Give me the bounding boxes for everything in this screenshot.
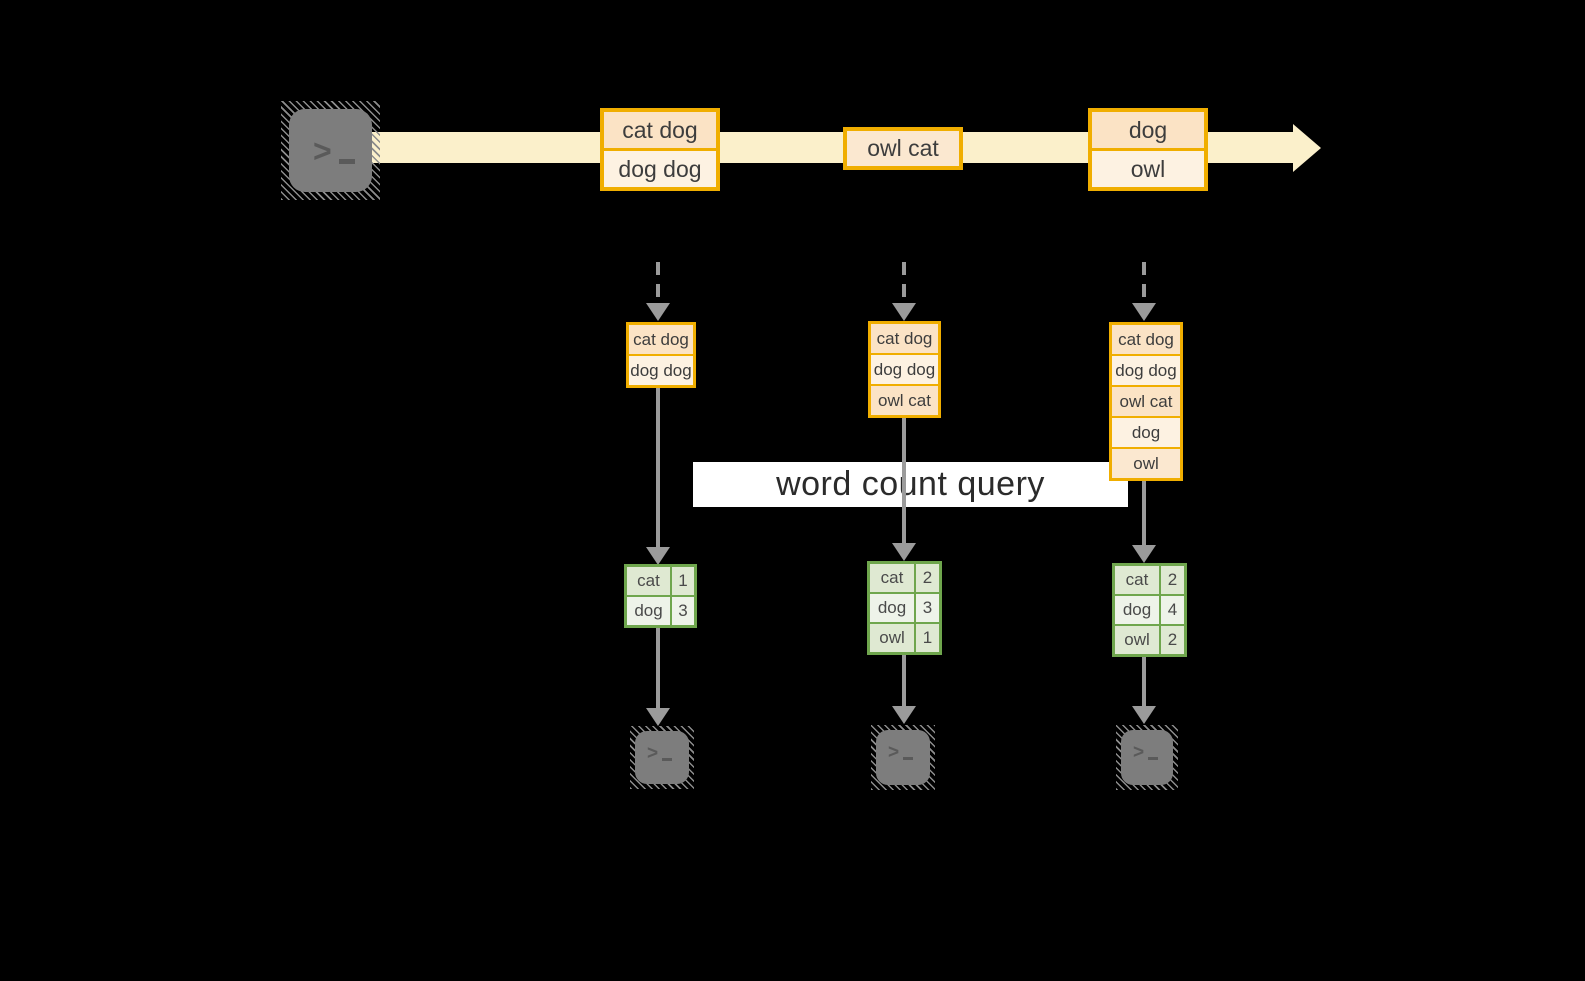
stream-arrowhead-icon — [1293, 124, 1321, 172]
cursor-underscore — [903, 757, 913, 760]
buffer-row: cat dog — [629, 325, 693, 354]
terminal-screen: > — [876, 730, 930, 785]
cursor-underscore — [662, 758, 672, 761]
event-record: owl — [1092, 148, 1204, 187]
dashed-arrow-line — [902, 262, 906, 304]
count-table-2: cat 2 dog 3 owl 1 — [867, 561, 942, 655]
buffer-row: owl — [1112, 447, 1180, 478]
word-cell: cat — [870, 564, 914, 592]
event-buffer-3: cat dog dog dog owl cat dog owl — [1109, 322, 1183, 481]
buffer-row: owl cat — [871, 384, 938, 415]
stream-event-2: owl cat — [843, 127, 963, 170]
word-cell: cat — [1115, 566, 1159, 594]
prompt-glyph: > — [888, 742, 900, 763]
count-cell: 3 — [916, 594, 939, 622]
consumer-terminal-icon: > — [1116, 725, 1178, 790]
dashed-arrow-line — [656, 262, 660, 304]
prompt-glyph: > — [647, 743, 659, 764]
arrow-down-icon — [1132, 706, 1156, 724]
word-cell: owl — [870, 624, 914, 652]
event-buffer-2: cat dog dog dog owl cat — [868, 321, 941, 418]
terminal-screen: > — [289, 109, 372, 192]
word-cell: dog — [627, 597, 670, 625]
count-cell: 2 — [1161, 626, 1184, 654]
arrow-line — [656, 627, 660, 709]
buffer-row: dog dog — [1112, 354, 1180, 385]
arrow-line — [1142, 480, 1146, 546]
dashed-arrow-line — [1142, 262, 1146, 304]
buffer-row: dog — [1112, 416, 1180, 447]
event-record: dog — [1092, 112, 1204, 148]
arrow-line — [656, 388, 660, 548]
stream-event-3: dog owl — [1088, 108, 1208, 191]
buffer-row: cat dog — [1112, 325, 1180, 354]
word-cell: dog — [1115, 596, 1159, 624]
consumer-terminal-icon: > — [630, 726, 694, 789]
terminal-screen: > — [1121, 730, 1173, 785]
arrow-line — [902, 417, 906, 544]
arrow-down-icon — [646, 547, 670, 565]
arrow-down-icon — [646, 303, 670, 321]
buffer-row: owl cat — [1112, 385, 1180, 416]
prompt-glyph: > — [313, 133, 332, 169]
count-table-1: cat 1 dog 3 — [624, 564, 697, 628]
producer-terminal-icon: > — [281, 101, 380, 200]
query-label: word count query — [693, 462, 1128, 507]
arrow-down-icon — [892, 303, 916, 321]
consumer-terminal-icon: > — [871, 725, 935, 790]
arrow-down-icon — [1132, 303, 1156, 321]
cursor-underscore — [339, 159, 355, 164]
stream-event-1: cat dog dog dog — [600, 108, 720, 191]
event-record: owl cat — [847, 131, 959, 166]
arrow-down-icon — [1132, 545, 1156, 563]
count-cell: 2 — [1161, 566, 1184, 594]
prompt-glyph: > — [1133, 742, 1145, 763]
event-record: dog dog — [604, 148, 716, 187]
count-cell: 3 — [672, 597, 694, 625]
buffer-row: dog dog — [629, 354, 693, 385]
buffer-row: cat dog — [871, 324, 938, 353]
event-record: cat dog — [604, 112, 716, 148]
terminal-screen: > — [635, 731, 689, 784]
count-cell: 4 — [1161, 596, 1184, 624]
word-cell: dog — [870, 594, 914, 622]
word-cell: cat — [627, 567, 670, 595]
arrow-line — [902, 655, 906, 707]
count-table-3: cat 2 dog 4 owl 2 — [1112, 563, 1187, 657]
arrow-down-icon — [892, 543, 916, 561]
word-cell: owl — [1115, 626, 1159, 654]
buffer-row: dog dog — [871, 353, 938, 384]
arrow-line — [1142, 657, 1146, 707]
count-cell: 1 — [916, 624, 939, 652]
arrow-down-icon — [646, 708, 670, 726]
count-cell: 1 — [672, 567, 694, 595]
arrow-down-icon — [892, 706, 916, 724]
count-cell: 2 — [916, 564, 939, 592]
cursor-underscore — [1148, 757, 1158, 760]
event-buffer-1: cat dog dog dog — [626, 322, 696, 388]
